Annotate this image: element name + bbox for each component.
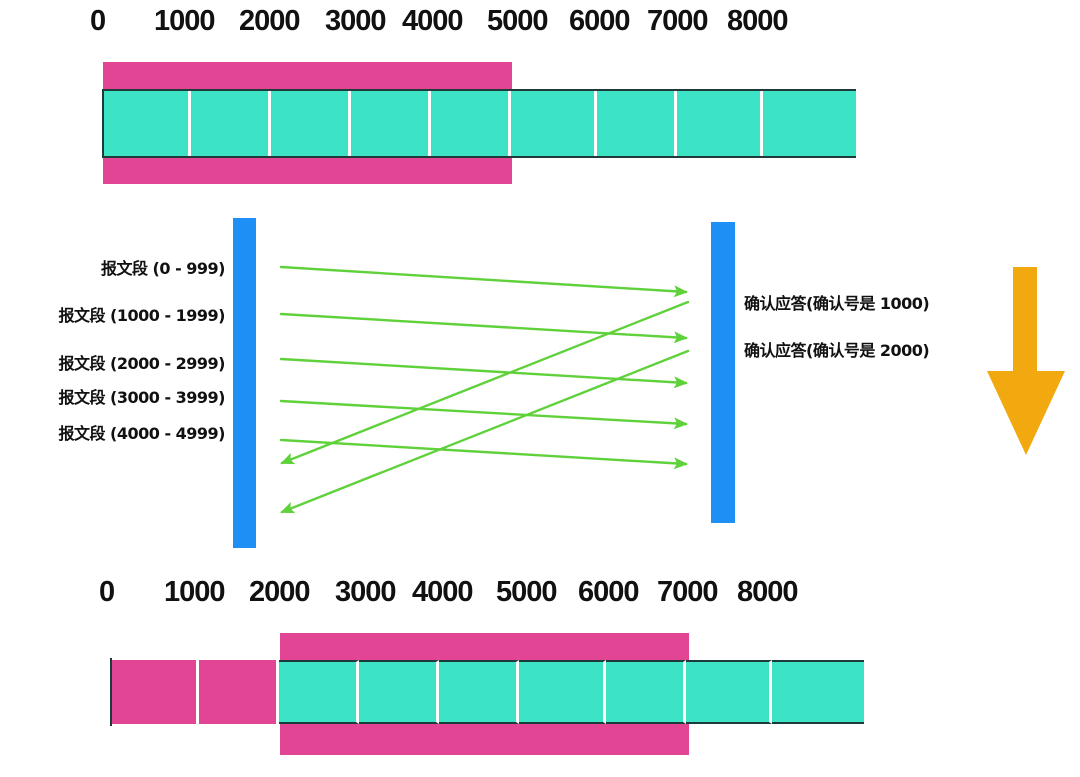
ack-label: 确认应答(确认号是 1000) (744, 294, 930, 313)
buffer-cell (431, 91, 511, 156)
send-buffer-bottom (111, 658, 864, 726)
buffer-cell (677, 91, 763, 156)
tick-label: 0 (99, 576, 115, 608)
buffer-cell (511, 91, 597, 156)
segment-arrow (279, 357, 688, 389)
tick-label: 0 (90, 5, 106, 37)
buffer-cell (606, 660, 686, 724)
buffer-cell (351, 91, 431, 156)
buffer-cell (279, 660, 359, 724)
send-buffer-top (103, 89, 856, 158)
buffer-edge (102, 89, 104, 158)
segment-label: 报文段 (2000 - 2999) (58, 354, 225, 373)
tick-label: 5000 (496, 576, 558, 608)
tick-label: 8000 (727, 5, 789, 37)
tick-label: 1000 (164, 576, 226, 608)
tick-label: 6000 (569, 5, 631, 37)
tick-label: 8000 (737, 576, 799, 608)
buffer-cell (519, 660, 606, 724)
segment-arrow (279, 312, 688, 344)
buffer-cell (763, 91, 856, 156)
buffer-cell (439, 660, 519, 724)
tick-label: 7000 (647, 5, 709, 37)
segment-arrow (279, 399, 688, 430)
tick-label: 7000 (657, 576, 719, 608)
ack-arrow (280, 349, 690, 514)
tick-label: 1000 (154, 5, 216, 37)
tick-label: 4000 (412, 576, 474, 608)
buffer-cell-acked (199, 660, 279, 724)
buffer-cell (359, 660, 439, 724)
buffer-cell (772, 660, 864, 724)
buffer-cell (597, 91, 677, 156)
down-arrow-icon (987, 267, 1065, 455)
tick-label: 3000 (325, 5, 387, 37)
sender-timeline (233, 218, 256, 548)
ack-arrow (280, 300, 690, 465)
segment-label: 报文段 (0 - 999) (100, 259, 226, 278)
receiver-timeline (711, 222, 735, 523)
tick-label: 4000 (402, 5, 464, 37)
tick-label: 2000 (239, 5, 301, 37)
tick-label: 3000 (335, 576, 397, 608)
buffer-cell (686, 660, 772, 724)
segment-arrow (279, 265, 688, 298)
tick-label: 6000 (578, 576, 640, 608)
buffer-cell (191, 91, 271, 156)
buffer-cell-acked (111, 660, 199, 724)
segment-label: 报文段 (4000 - 4999) (58, 424, 225, 443)
segment-label: 报文段 (3000 - 3999) (58, 388, 225, 407)
buffer-cell (103, 91, 191, 156)
segment-arrow (279, 438, 688, 470)
buffer-cell (271, 91, 351, 156)
ack-label: 确认应答(确认号是 2000) (744, 341, 930, 360)
buffer-edge (110, 658, 112, 726)
tick-label: 2000 (249, 576, 311, 608)
segment-label: 报文段 (1000 - 1999) (58, 306, 225, 325)
tick-label: 5000 (487, 5, 549, 37)
